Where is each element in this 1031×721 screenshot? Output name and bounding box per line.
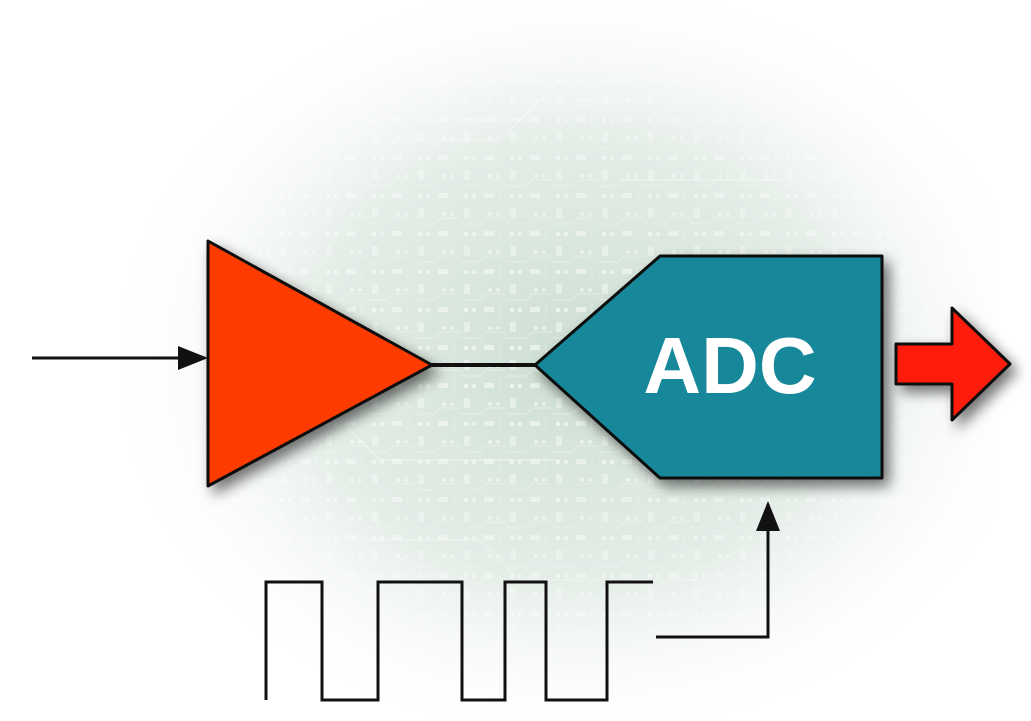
clock-square-wave [264, 580, 653, 702]
amplifier-block [206, 239, 434, 488]
output-arrow-icon [894, 306, 1012, 422]
adc-block [533, 254, 884, 480]
adc-label: ADC [643, 321, 816, 410]
clock-to-adc-arrow [656, 501, 780, 639]
